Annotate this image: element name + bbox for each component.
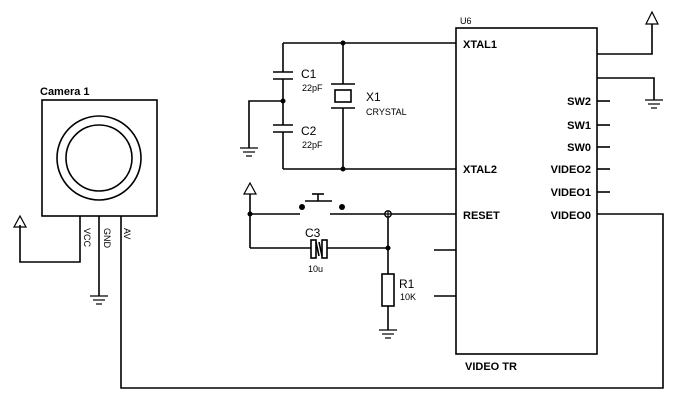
junction-xtal1: [340, 40, 346, 46]
wire-camera-vcc: [19, 216, 81, 263]
camera-pin-av: AV: [122, 228, 132, 239]
chip-right-pin-stubs: [597, 100, 610, 193]
chip-pin-video1: VIDEO1: [551, 187, 591, 199]
wire-chip-vcc: [597, 24, 653, 55]
chip-pin-sw0: SW0: [567, 142, 591, 154]
r1-ref: R1: [399, 277, 415, 291]
c1-ref: C1: [301, 67, 317, 81]
ground-symbol-caps: [240, 147, 258, 157]
power-symbol-vcc-camera: [12, 214, 28, 228]
r1-value: 10K: [400, 292, 416, 302]
camera-pin-vcc: VCC: [82, 228, 92, 248]
camera-lens-inner: [65, 124, 133, 192]
ground-symbol-reset: [379, 329, 397, 339]
c3-ref: C3: [305, 226, 321, 240]
wire-caps-gnd: [248, 100, 283, 148]
reset-button: [250, 193, 456, 215]
chip-pin-video2: VIDEO2: [551, 164, 591, 176]
chip-u6: U6 XTAL1 XTAL2 RESET SW2 SW1 SW0 VIDEO2 …: [455, 16, 598, 373]
camera-module: Camera 1 VCC GND AV: [40, 86, 158, 249]
ground-symbol-camera: [90, 295, 108, 305]
chip-name: VIDEO TR: [465, 361, 517, 373]
capacitor-c3: C3 10u: [250, 226, 388, 274]
power-symbol-vcc-chip: [645, 10, 659, 25]
chip-pin-xtal1: XTAL1: [463, 39, 497, 51]
chip-pin-sw2: SW2: [567, 96, 591, 108]
c1-value: 22pF: [302, 83, 323, 93]
c3-value: 10u: [308, 264, 323, 274]
chip-pin-video0: VIDEO0: [551, 210, 591, 222]
c2-value: 22pF: [302, 140, 323, 150]
camera-body: [41, 99, 158, 217]
camera-pin-gnd: GND: [102, 228, 112, 249]
chip-ref: U6: [460, 16, 472, 26]
power-symbol-vcc-reset: [242, 181, 258, 195]
resistor-r1: R1 10K: [381, 214, 416, 330]
junction-xtal2: [340, 166, 346, 172]
capacitor-c2: C2 22pF: [273, 124, 323, 169]
crystal-x1: X1 CRYSTAL: [331, 43, 407, 169]
wire-chip-gnd: [597, 77, 655, 100]
camera-lens-outer: [56, 115, 142, 201]
wire-camera-av-to-video0: [120, 213, 664, 389]
chip-pin-reset: RESET: [463, 210, 500, 222]
x1-value: CRYSTAL: [366, 107, 407, 117]
junction-reset: [384, 210, 392, 218]
capacitor-c1: C1 22pF: [273, 43, 323, 125]
chip-pin-sw1: SW1: [567, 120, 591, 132]
c2-ref: C2: [301, 124, 317, 138]
junction-caps-mid: [280, 98, 286, 104]
chip-pin-xtal2: XTAL2: [463, 164, 497, 176]
x1-ref: X1: [366, 90, 381, 104]
camera-title: Camera 1: [40, 86, 90, 98]
ground-symbol-chip: [645, 99, 663, 109]
junction-reset-c3: [385, 245, 391, 251]
chip-body: [455, 27, 598, 355]
